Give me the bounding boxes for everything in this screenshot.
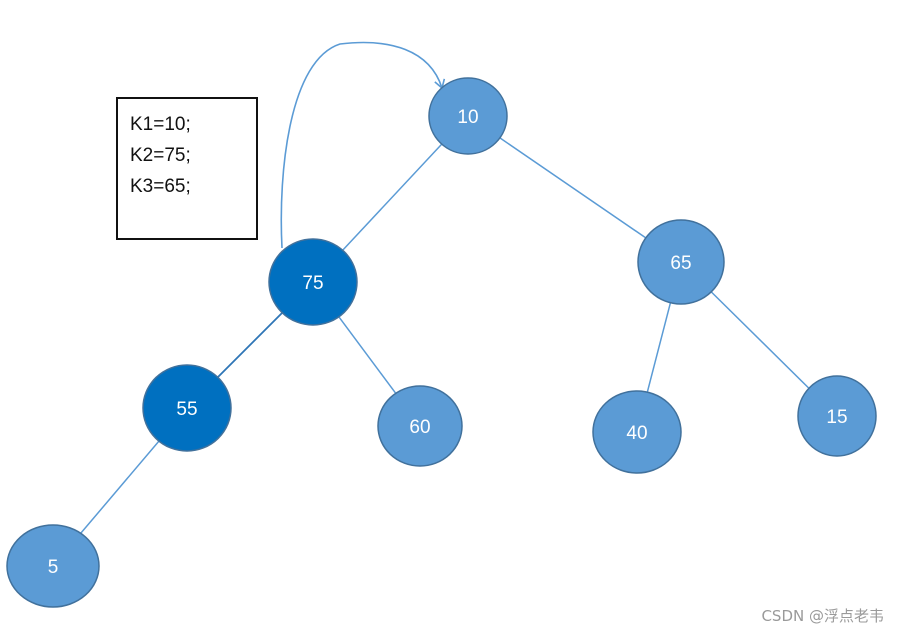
edge-10-65: [499, 137, 647, 239]
edge-10-75: [342, 143, 443, 251]
node-label-40: 40: [626, 423, 647, 444]
edge-75-60: [338, 316, 397, 394]
node-circle-65: [637, 219, 725, 305]
tree-node-10: 10: [428, 77, 508, 155]
node-label-5: 5: [48, 557, 59, 578]
node-label-75: 75: [302, 273, 323, 294]
note-line-k1: K1=10;: [130, 114, 191, 135]
node-circle-60: [377, 385, 463, 467]
tree-node-55: 55: [142, 364, 232, 452]
edge-65-40: [646, 302, 672, 393]
node-circle-75: [268, 238, 358, 326]
tree-node-15: 15: [797, 375, 877, 457]
edge-55-5: [80, 440, 160, 534]
node-label-55: 55: [176, 399, 197, 420]
note-line-k2: K2=75;: [130, 145, 191, 166]
tree-node-60: 60: [377, 385, 463, 467]
node-circle-55: [142, 364, 232, 452]
edge-75-55: [217, 312, 283, 378]
key-note-box: K1=10; K2=75; K3=65;: [116, 97, 258, 240]
tree-node-5: 5: [6, 524, 100, 608]
csdn-watermark: CSDN @浮点老韦: [761, 607, 884, 625]
node-circle-5: [6, 524, 100, 608]
tree-node-75: 75: [268, 238, 358, 326]
node-label-65: 65: [670, 253, 691, 274]
swap-arrow: [280, 41, 446, 249]
note-line-k3: K3=65;: [130, 176, 191, 197]
tree-node-40: 40: [592, 390, 682, 474]
node-circle-15: [797, 375, 877, 457]
node-label-10: 10: [457, 107, 478, 128]
node-label-15: 15: [826, 407, 847, 428]
node-circle-40: [592, 390, 682, 474]
node-label-60: 60: [409, 417, 430, 438]
edge-65-15: [710, 291, 810, 389]
node-circle-10: [428, 77, 508, 155]
tree-node-65: 65: [637, 219, 725, 305]
